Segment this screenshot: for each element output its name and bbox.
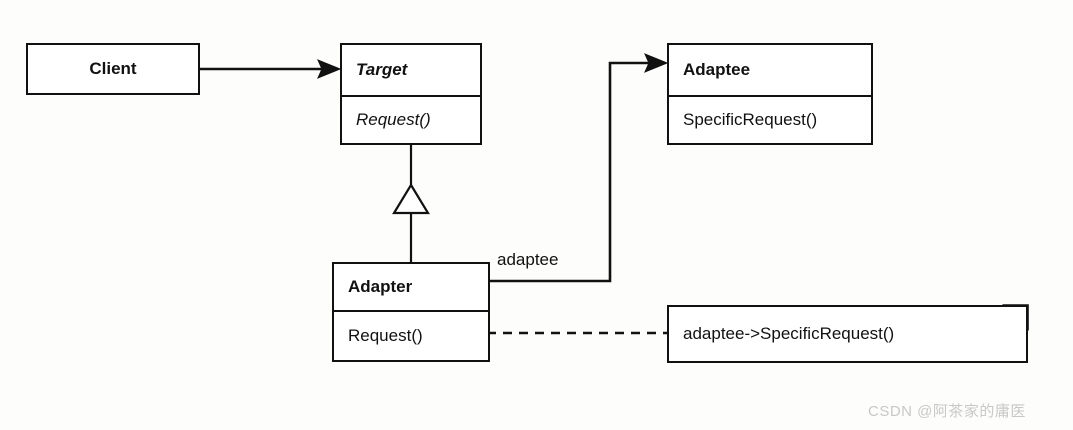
class-operation-adapter-request: Request() xyxy=(334,310,488,360)
client-target-arrowhead-icon xyxy=(317,59,342,79)
note-box[interactable]: adaptee->SpecificRequest() xyxy=(667,305,1028,363)
edge-request-to-note xyxy=(458,326,667,340)
adapter-adaptee-arrowhead-icon xyxy=(644,53,669,73)
class-box-target[interactable]: Target Request() xyxy=(340,43,482,145)
class-name-adapter: Adapter xyxy=(348,277,413,296)
class-operation-adaptee-specificrequest: SpecificRequest() xyxy=(669,95,871,143)
class-name-adaptee: Adaptee xyxy=(683,60,751,79)
edge-adapter-to-adaptee xyxy=(490,53,669,283)
class-operation-target-request: Request() xyxy=(342,95,480,143)
hollow-triangle-icon xyxy=(392,182,430,215)
edge-client-to-target xyxy=(200,59,342,79)
class-box-adaptee[interactable]: Adaptee SpecificRequest() xyxy=(667,43,873,145)
note-text: adaptee->SpecificRequest() xyxy=(683,324,895,343)
adapter-adaptee-line xyxy=(490,61,651,283)
class-box-client[interactable]: Client xyxy=(26,43,200,95)
edge-label-adaptee: adaptee xyxy=(497,250,559,269)
watermark-label: CSDN @阿茶家的庸医 xyxy=(868,403,1026,420)
class-name-target: Target xyxy=(356,60,408,79)
edge-adapter-to-target xyxy=(392,145,430,262)
class-name-client: Client xyxy=(89,59,137,78)
class-box-adapter[interactable]: Adapter Request() xyxy=(332,262,490,362)
